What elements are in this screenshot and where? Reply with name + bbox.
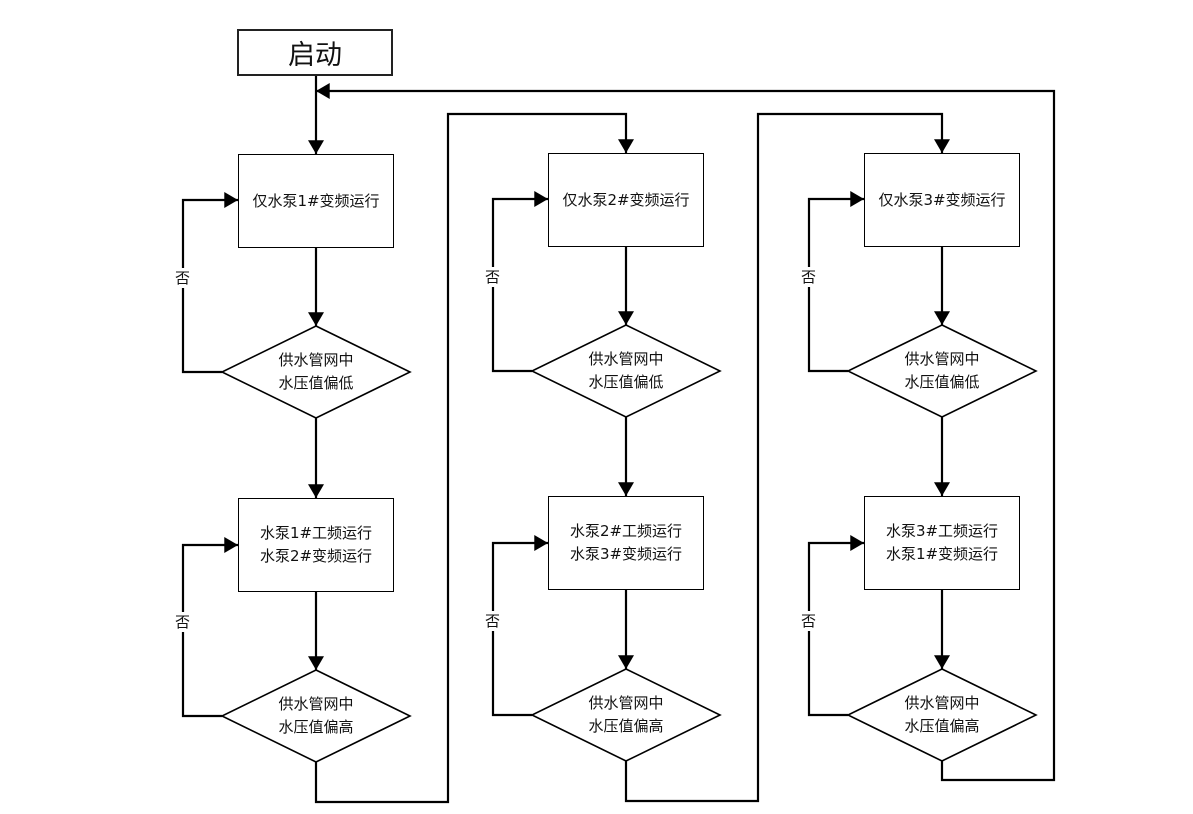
decision-diamond-high — [220, 669, 412, 763]
box-line: 仅水泵2#变频运行 — [562, 190, 690, 209]
pump2-variable-box: 仅水泵2#变频运行 — [548, 153, 704, 247]
decision-line: 水压值偏低 — [278, 374, 354, 392]
no-label: 否 — [801, 611, 817, 631]
col2-to-col3-arrow — [624, 112, 950, 803]
pump3-fixed-pump1-variable-box: 水泵3#工频运行 水泵1#变频运行 — [864, 496, 1020, 590]
pump2-fixed-pump3-variable-box: 水泵2#工频运行 水泵3#变频运行 — [548, 496, 704, 590]
pressure-low-decision-2: 供水管网中 水压值偏低 — [532, 325, 720, 417]
return-loop-arrow — [315, 83, 1056, 782]
decision-diamond-low — [530, 324, 722, 418]
decision-line: 水压值偏低 — [588, 373, 664, 391]
box-line: 仅水泵1#变频运行 — [252, 191, 380, 210]
box-line: 水泵1#工频运行 — [259, 524, 373, 542]
decision-line: 供水管网中 — [904, 350, 980, 368]
decision-line: 供水管网中 — [278, 695, 354, 713]
decision-line: 水压值偏低 — [904, 373, 980, 391]
no-label: 否 — [485, 611, 501, 631]
box-line: 水泵2#工频运行 — [569, 522, 683, 540]
decision-diamond-low — [220, 325, 412, 419]
pressure-high-decision-1: 供水管网中 水压值偏高 — [222, 670, 410, 762]
decision-diamond-high — [530, 668, 722, 762]
no-label: 否 — [485, 267, 501, 287]
decision-line: 水压值偏高 — [588, 717, 664, 735]
box-line: 仅水泵3#变频运行 — [878, 190, 1006, 209]
box-line: 水泵3#变频运行 — [569, 545, 683, 563]
decision-line: 水压值偏高 — [278, 718, 354, 736]
pump3-variable-box: 仅水泵3#变频运行 — [864, 153, 1020, 247]
box-line: 水泵3#工频运行 — [885, 522, 999, 540]
decision-line: 供水管网中 — [278, 351, 354, 369]
no-label: 否 — [801, 267, 817, 287]
box-line: 水泵1#变频运行 — [885, 545, 999, 563]
start-node: 启动 — [237, 29, 393, 76]
no-label: 否 — [175, 268, 191, 288]
decision-diamond-high — [846, 668, 1038, 762]
pump1-variable-box: 仅水泵1#变频运行 — [238, 154, 394, 248]
no-label: 否 — [175, 612, 191, 632]
decision-diamond-low — [846, 324, 1038, 418]
pressure-low-decision-1: 供水管网中 水压值偏低 — [222, 326, 410, 418]
pressure-low-decision-3: 供水管网中 水压值偏低 — [848, 325, 1036, 417]
col1-to-col2-arrow — [314, 112, 634, 804]
decision-line: 供水管网中 — [588, 350, 664, 368]
box-line: 水泵2#变频运行 — [259, 547, 373, 565]
decision-line: 供水管网中 — [588, 694, 664, 712]
start-label: 启动 — [288, 40, 342, 71]
decision-line: 供水管网中 — [904, 694, 980, 712]
decision-line: 水压值偏高 — [904, 717, 980, 735]
pressure-high-decision-3: 供水管网中 水压值偏高 — [848, 669, 1036, 761]
pressure-high-decision-2: 供水管网中 水压值偏高 — [532, 669, 720, 761]
pump1-fixed-pump2-variable-box: 水泵1#工频运行 水泵2#变频运行 — [238, 498, 394, 592]
